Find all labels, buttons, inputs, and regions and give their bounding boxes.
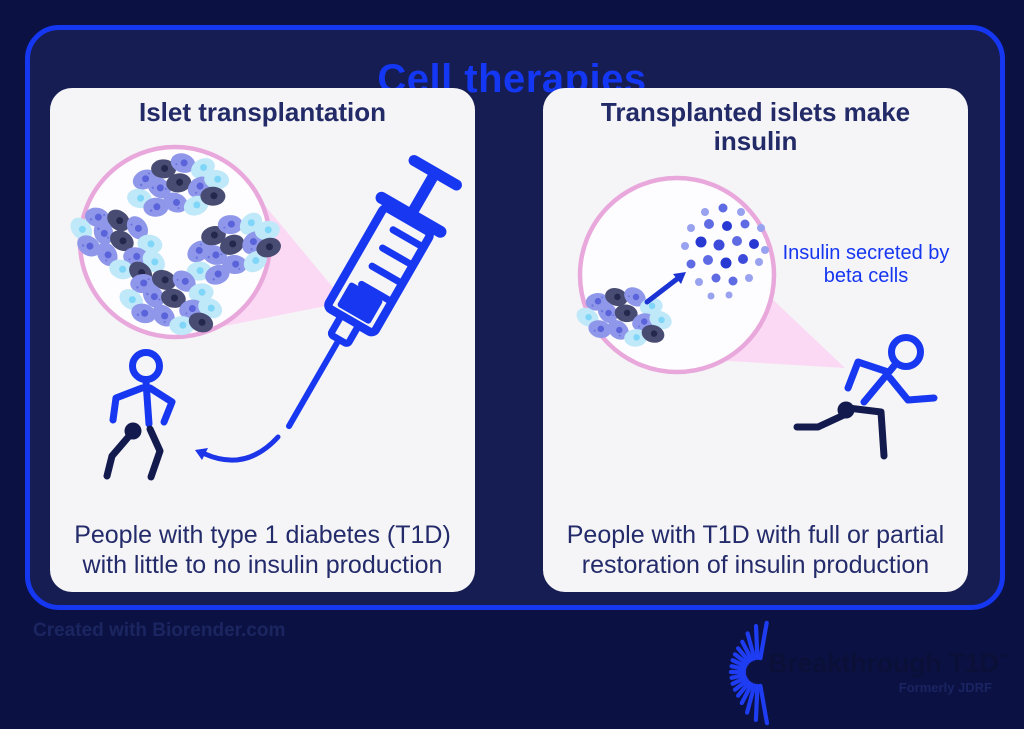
islet-transplant-illustration [54,142,462,481]
standing-person-icon [103,349,176,481]
islets-make-insulin-illustration [570,175,938,460]
right-panel-caption: People with T1D with full or partial res… [566,521,945,579]
insulin-dots [681,203,769,300]
biorender-credit: Created with Biorender.com [33,620,286,641]
secretion-arrow-icon [644,272,686,305]
running-person-icon [793,334,938,460]
sunburst-icon [728,620,770,726]
insulin-secreted-label: Insulin secreted by beta cells [782,242,950,287]
trademark-symbol: ™ [998,651,1011,665]
left-panel-caption: People with type 1 diabetes (T1D) with l… [74,521,451,579]
left-panel-title: Islet transplantation [138,97,387,127]
curved-arrow-icon [195,434,281,463]
right-panel-title: Transplanted islets make insulin [600,97,911,157]
logo-wordmark-text: Breakthrough T1D [768,648,999,678]
panel-transplanted-islets: Transplanted islets make insulin [543,88,968,592]
breakthrough-t1d-logo: Breakthrough T1D™ Formerly JDRF [706,617,1011,729]
syringe-icon [286,155,462,430]
logo-subtext: Formerly JDRF [898,680,992,695]
pink-callout-wedge [713,295,845,368]
logo-wordmark: Breakthrough T1D™ [768,648,1011,679]
panel-islet-transplantation: Islet transplantation [50,88,475,592]
